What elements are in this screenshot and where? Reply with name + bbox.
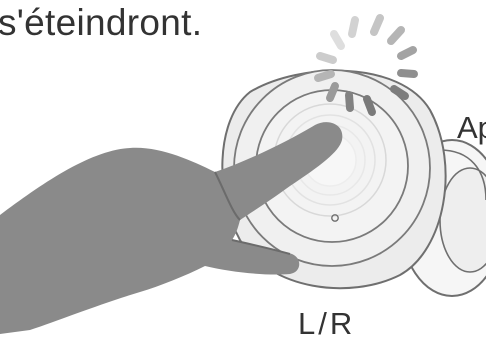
left-right-label: L/R <box>298 306 355 342</box>
side-label: Ap <box>457 110 486 146</box>
instruction-caption: s'éteindront. <box>0 2 202 44</box>
